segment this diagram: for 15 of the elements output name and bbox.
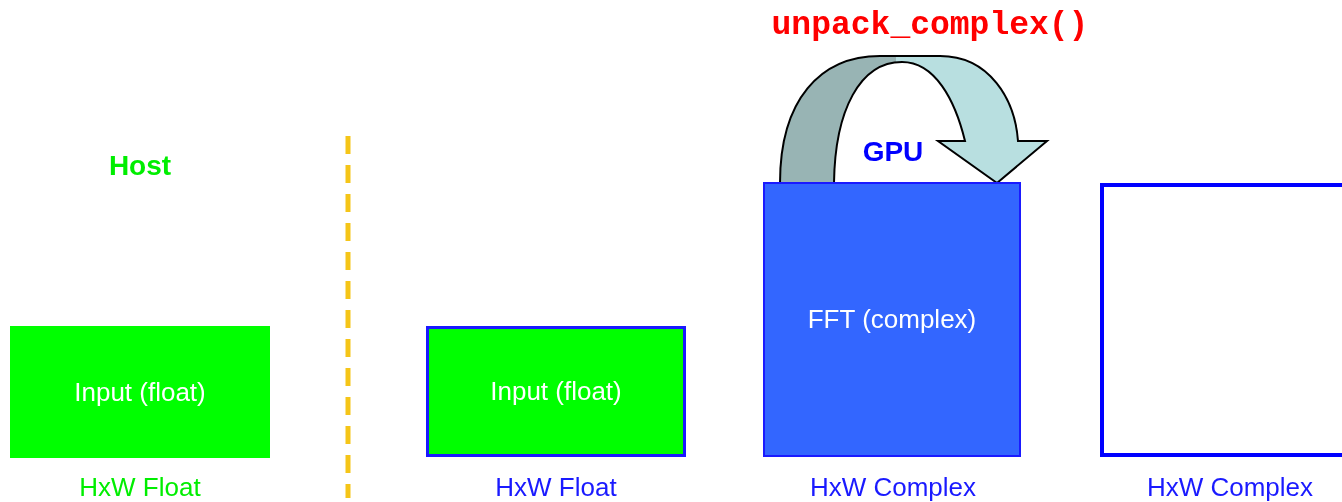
box-label: Input (float) (490, 375, 622, 408)
process-box (10, 326, 270, 458)
edge-label: unpack_complex() (770, 6, 1090, 46)
box-label: Input (float) (74, 375, 206, 409)
process-box (426, 326, 686, 457)
process-box (763, 182, 1021, 457)
size-caption: HxW Complex (1145, 472, 1315, 502)
section-label: GPU (861, 135, 925, 169)
size-caption: HxW Complex (808, 472, 978, 502)
empty-box (1100, 183, 1342, 457)
box-label: FFT (complex) (807, 303, 977, 336)
size-caption: HxW Float (78, 472, 202, 502)
curved-block-arrow (779, 55, 1048, 184)
size-caption: HxW Float (494, 472, 618, 502)
section-label: Host (107, 149, 173, 183)
